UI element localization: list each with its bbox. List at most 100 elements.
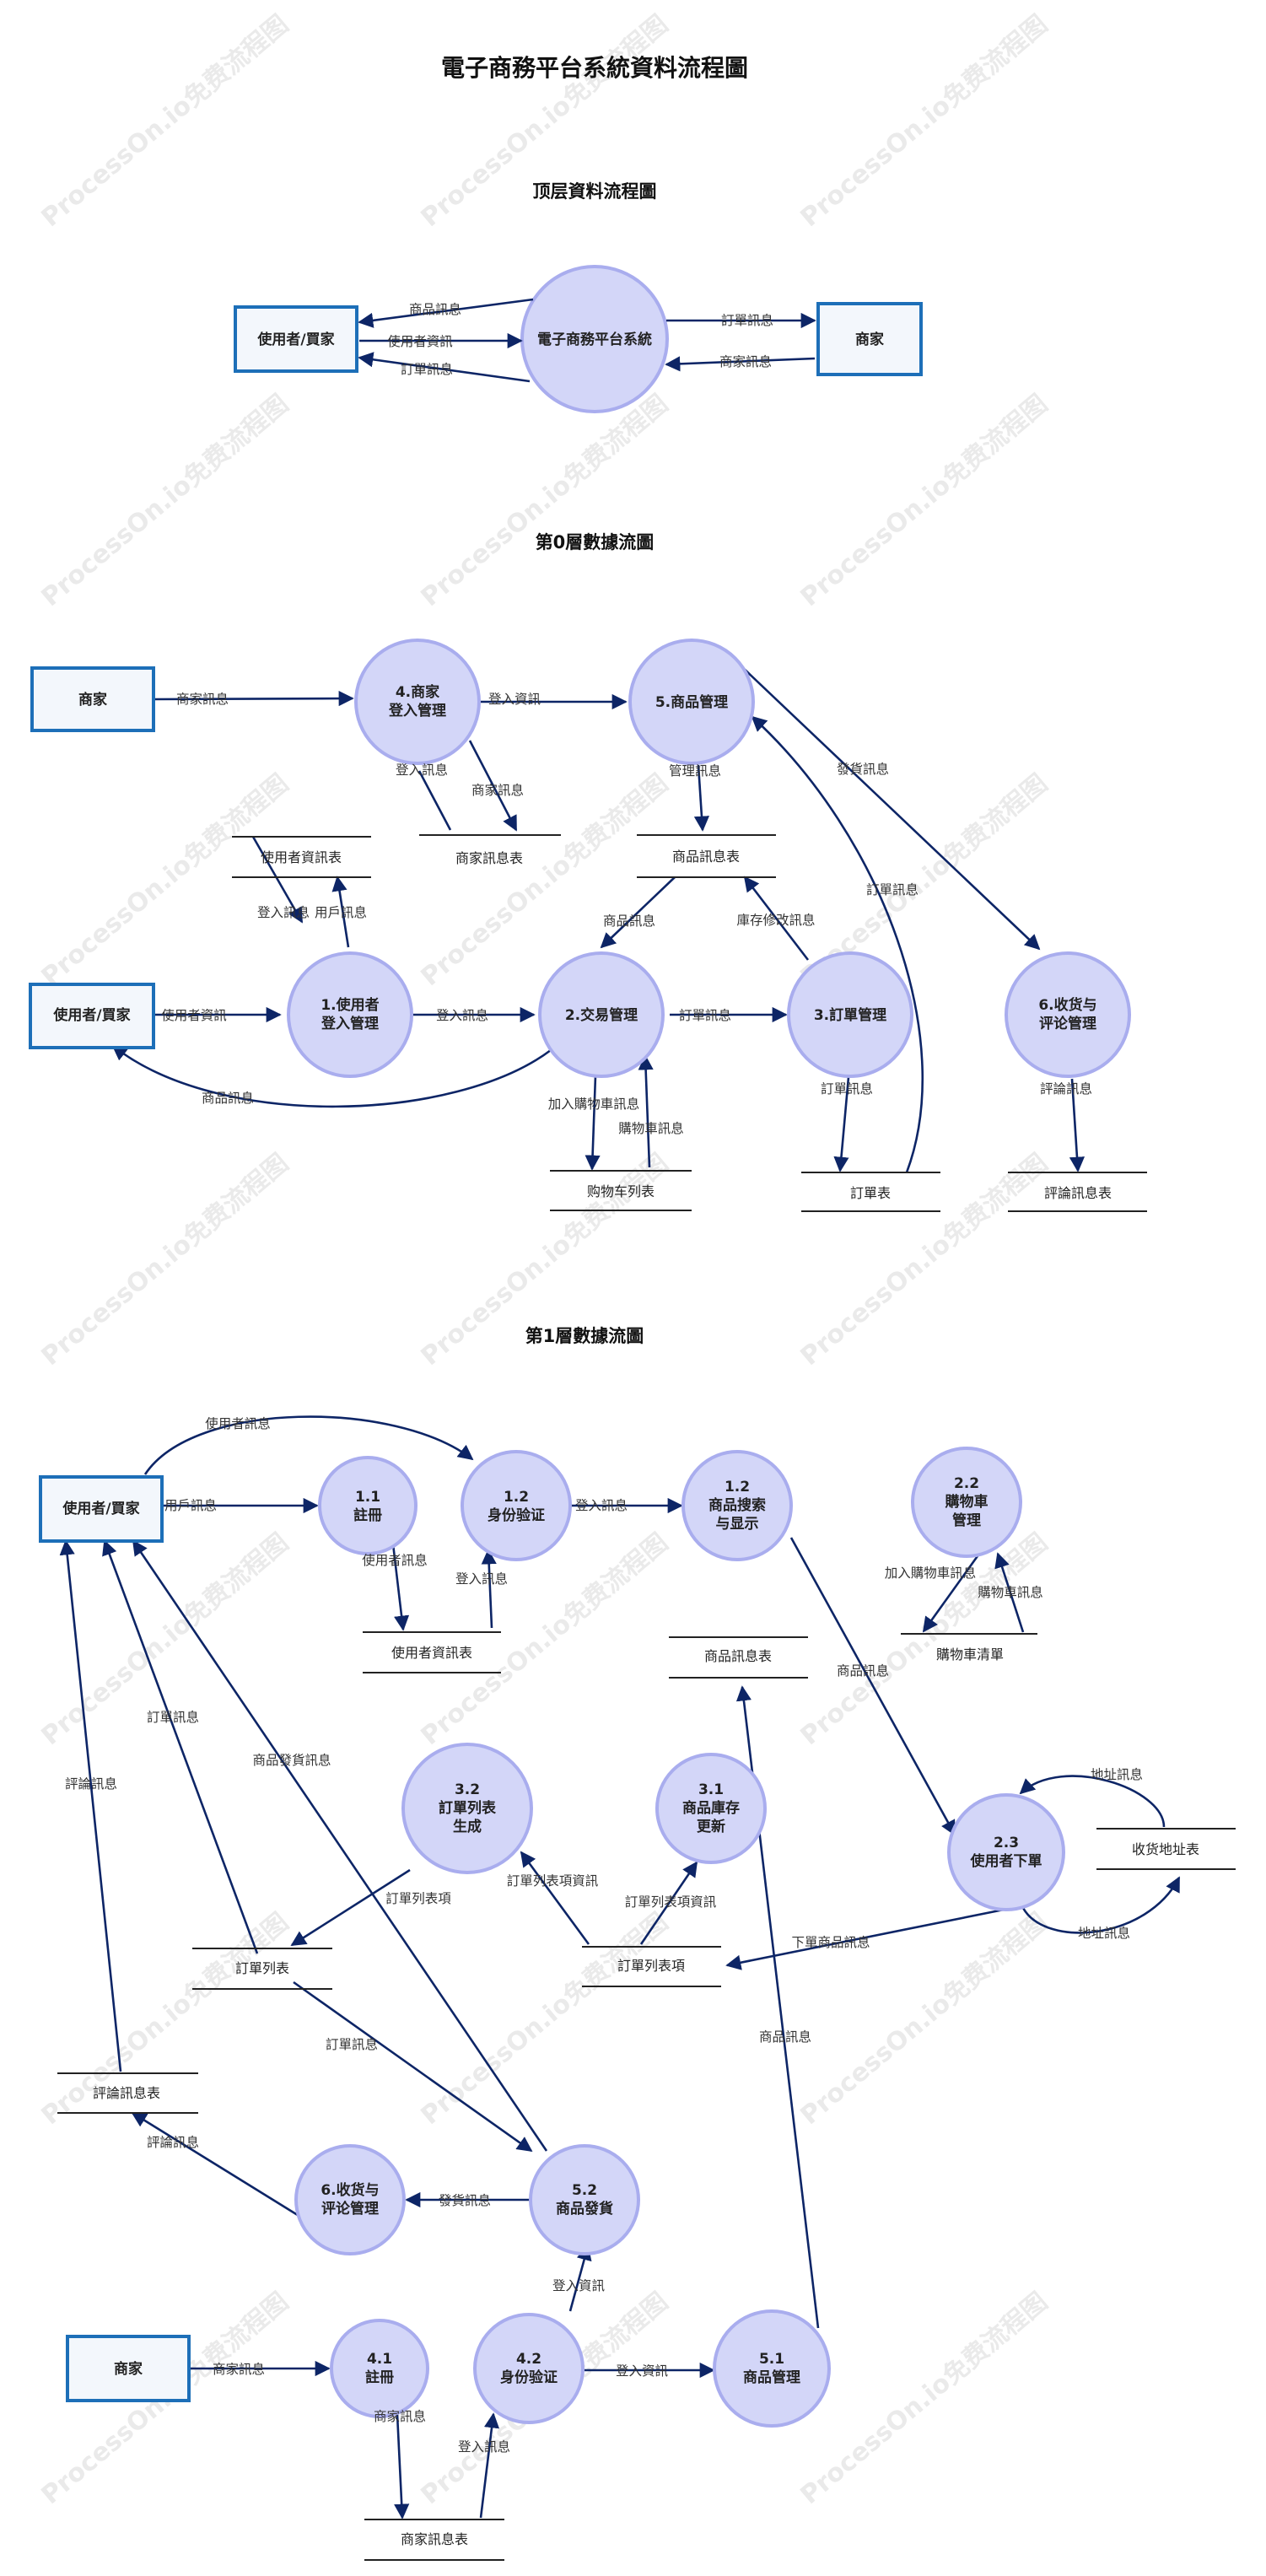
l1-cart-management-process[interactable]: [911, 1447, 1022, 1558]
l1-authentication-process[interactable]: [461, 1450, 572, 1561]
watermark: ProcessOn.io免费流程图: [416, 389, 674, 612]
flow-edge: [143, 1415, 474, 1475]
flow-edge: [394, 2413, 410, 2519]
flow-edge: [132, 1539, 548, 2152]
flow-edge: [922, 1553, 981, 1633]
store-label: 訂單表: [850, 1185, 891, 1201]
flow-edge: [418, 770, 452, 831]
l0-user-entity[interactable]: [29, 983, 155, 1049]
edge-label: 訂單列表項資訊: [507, 1873, 599, 1889]
process-label-line3: 生成: [453, 1818, 482, 1835]
store-label: 使用者資訊表: [391, 1645, 472, 1661]
edge-label: 發貨訊息: [837, 762, 889, 777]
flow-edge: [638, 1054, 654, 1168]
flow-edge: [1069, 1078, 1086, 1172]
l0-product-info-store[interactable]: 商品訊息表: [637, 834, 776, 878]
edge-label: 商品發貨訊息: [252, 1753, 331, 1768]
watermark: ProcessOn.io免费流程图: [36, 768, 294, 992]
edge-label: 使用者訊息: [205, 1416, 271, 1431]
l1-stock-update-process[interactable]: [655, 1753, 767, 1864]
watermark: ProcessOn.io免费流程图: [36, 9, 294, 233]
l0-transaction-process[interactable]: [538, 951, 665, 1078]
level1-diagram: 第1層數據流圖 使用者/買家 商家 1.1: [39, 1326, 1236, 2561]
flow-edge: [102, 1539, 259, 1954]
l0-merchant-info-store[interactable]: 商家訊息表: [419, 834, 561, 866]
flow-edge: [290, 1868, 411, 1947]
process-label-line2: 商品發貨: [556, 2200, 613, 2218]
l1-place-order-process[interactable]: [947, 1793, 1065, 1911]
l1-product-search-process[interactable]: [681, 1450, 793, 1561]
edge-label: 地址訊息: [1091, 1767, 1143, 1782]
l1-order-list-generation-process[interactable]: [401, 1743, 533, 1874]
process-label-line2: 商品庫存: [682, 1799, 740, 1817]
flow-edge: [693, 764, 710, 832]
flow-edge: [741, 666, 1041, 951]
l1-delivery-review-process[interactable]: [294, 2144, 406, 2255]
flow-edge: [481, 1549, 497, 1629]
l1-merchant-info-store[interactable]: 商家訊息表: [364, 2519, 504, 2561]
store-label: 收货地址表: [1132, 1841, 1199, 1857]
l1-product-shipping-process[interactable]: [529, 2144, 640, 2255]
top-level-title: 顶层資料流程圖: [533, 181, 657, 202]
edge-label: 商家訊息: [374, 2409, 426, 2424]
l1-order-items-store[interactable]: 訂單列表項: [582, 1946, 721, 1987]
l1-product-info-store[interactable]: 商品訊息表: [669, 1636, 808, 1679]
l1-user-entity[interactable]: [39, 1475, 164, 1543]
l0-order-management-process[interactable]: [787, 951, 913, 1078]
flow-edge: [568, 2245, 592, 2312]
l1-address-store[interactable]: 收货地址表: [1096, 1828, 1236, 1870]
flow-edge: [331, 876, 350, 948]
l0-user-info-store[interactable]: 使用者資訊表: [232, 836, 371, 878]
top-merchant-entity-label: 商家: [855, 331, 884, 348]
l1-user-info-store[interactable]: 使用者資訊表: [363, 1631, 501, 1673]
l1-product-management-process[interactable]: [713, 2309, 831, 2428]
process-label-line2: 评论管理: [1039, 1015, 1096, 1032]
l1-order-list-store[interactable]: 訂單列表: [192, 1948, 332, 1990]
flow-edge: [585, 1075, 601, 1171]
edge-label: 使用者資訊: [387, 334, 453, 349]
process-label-line2: 商品管理: [743, 2369, 800, 2386]
process-label-line1: 1.2: [504, 1489, 529, 1506]
watermark: ProcessOn.io免费流程图: [36, 1907, 294, 2131]
process-label-line1: 1.1: [355, 1489, 380, 1506]
top-user-entity[interactable]: [234, 305, 358, 373]
edge-label: 加入購物車訊息: [885, 1566, 977, 1581]
l0-user-entity-label: 使用者/買家: [52, 1006, 130, 1024]
l0-product-management-process[interactable]: [628, 639, 755, 765]
l1-merchant-entity-label: 商家: [114, 2360, 143, 2378]
process-label-line2: 身份验证: [488, 1506, 545, 1524]
edge-label: 評論訊息: [147, 2135, 199, 2150]
l0-cart-list-store[interactable]: 购物车列表: [550, 1170, 692, 1211]
edge-label: 訂單訊息: [721, 313, 773, 328]
top-system-process-label: 電子商務平台系統: [537, 331, 652, 348]
l0-review-table-store[interactable]: 評論訊息表: [1008, 1172, 1147, 1212]
l0-order-table-store[interactable]: 訂單表: [801, 1172, 940, 1212]
store-label: 訂單列表項: [617, 1958, 685, 1974]
edge-label: 商家訊息: [719, 354, 772, 369]
level0-diagram: 第0層數據流圖 商家 使用者/買家 4.商家 登入管理 5.商品管理 1: [29, 532, 1147, 1212]
store-label: 商家訊息表: [401, 2531, 468, 2547]
l1-register-process[interactable]: [318, 1456, 418, 1555]
l0-merchant-entity-label: 商家: [78, 691, 107, 709]
l1-merchant-register-process[interactable]: [330, 2319, 429, 2418]
flow-edge: [358, 352, 531, 383]
flow-edge: [833, 1076, 850, 1172]
edge-label: 登入訊息: [436, 1008, 488, 1023]
watermark: ProcessOn.io免费流程图: [36, 1148, 294, 1372]
l1-cart-list-store[interactable]: 購物車清單: [901, 1633, 1037, 1663]
l1-merchant-auth-process[interactable]: [473, 2313, 585, 2424]
l1-review-store[interactable]: 評論訊息表: [57, 2072, 198, 2114]
edge-label: 商家訊息: [471, 783, 524, 798]
edge-label: 評論訊息: [65, 1776, 117, 1792]
edge-label: 使用者訊息: [362, 1553, 428, 1568]
l0-user-login-process[interactable]: [287, 951, 413, 1078]
process-label-line2: 登入管理: [388, 702, 446, 719]
process-label-line2: 评论管理: [321, 2200, 379, 2218]
process-label-line2: 登入管理: [321, 1015, 379, 1032]
l0-merchant-login-process[interactable]: [354, 639, 481, 765]
l1-merchant-entity[interactable]: [66, 2335, 191, 2402]
l0-delivery-review-process[interactable]: [1005, 951, 1131, 1078]
top-merchant-entity[interactable]: [816, 302, 923, 376]
flow-edge: [293, 1981, 533, 2153]
l0-merchant-entity[interactable]: [30, 666, 155, 732]
